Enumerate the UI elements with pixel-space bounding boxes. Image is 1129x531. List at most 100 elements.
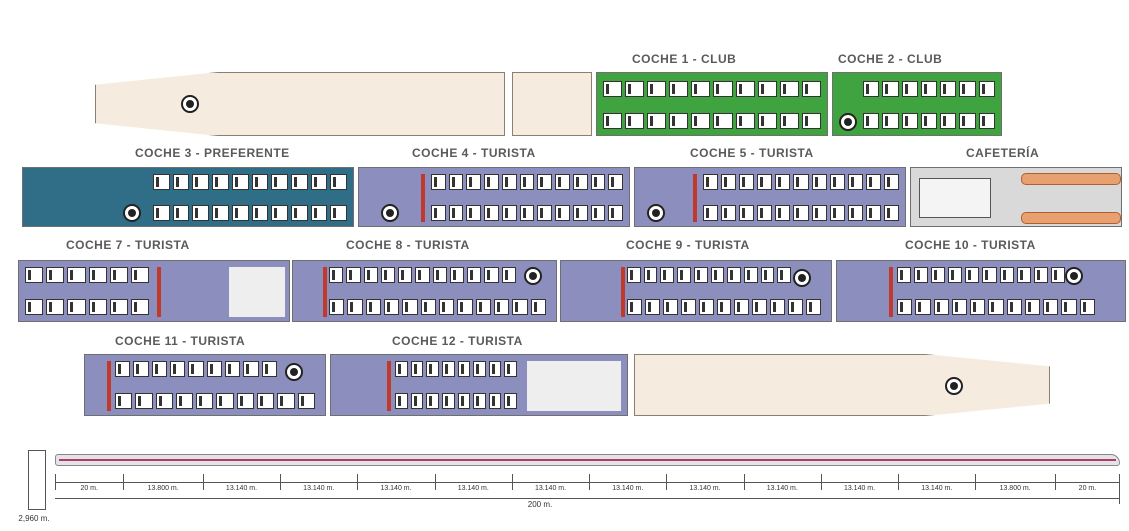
seat-row	[627, 267, 792, 283]
bogie-icon	[945, 377, 963, 395]
rear-locomotive	[634, 354, 1050, 416]
seat-row	[395, 361, 517, 377]
door	[157, 267, 161, 317]
segment-length-label: 20 m.	[1078, 485, 1097, 492]
segment-length-label: 13.800 m.	[999, 485, 1031, 492]
dimension-tick	[1054, 474, 1056, 490]
service-area	[527, 361, 621, 411]
seat-row	[115, 393, 315, 409]
seat-row	[863, 81, 995, 97]
coach-label: COCHE 9 - TURISTA	[626, 238, 750, 252]
wheelchair-icon	[839, 113, 857, 131]
coach-7-turista	[18, 260, 290, 322]
seat-row	[329, 299, 546, 315]
train-profile	[55, 454, 1120, 466]
dimension-tick	[666, 474, 668, 490]
dimension-tick	[123, 474, 125, 490]
coach-label: COCHE 5 - TURISTA	[690, 146, 814, 160]
door	[323, 267, 327, 317]
coach-label: COCHE 2 - CLUB	[838, 52, 943, 66]
coach-11-turista	[84, 354, 326, 416]
door	[387, 361, 391, 411]
dimension-tick	[202, 474, 204, 490]
segment-length-label: 13.140 m.	[612, 485, 644, 492]
dimension-tick	[975, 474, 977, 490]
coach-12-turista	[330, 354, 628, 416]
segment-length-label: 13.140 m.	[380, 485, 412, 492]
coach-label: COCHE 8 - TURISTA	[346, 238, 470, 252]
seat-row	[329, 267, 516, 283]
bar-counter	[1021, 212, 1121, 224]
coach-label: COCHE 11 - TURISTA	[115, 334, 246, 348]
coach-label: COCHE 10 - TURISTA	[905, 238, 1036, 252]
coach-9-turista	[560, 260, 832, 322]
seat-row	[153, 205, 348, 221]
dimension-tick	[1119, 474, 1120, 504]
seat-row	[863, 113, 995, 129]
door	[889, 267, 893, 317]
door	[621, 267, 625, 317]
wheelchair-icon	[524, 267, 542, 285]
dimension-line	[55, 482, 1120, 483]
segment-length-label: 13.140 m.	[303, 485, 335, 492]
seat-row	[25, 299, 150, 315]
coach-3-preferente	[22, 167, 354, 227]
coach-label: CAFETERÍA	[966, 146, 1040, 160]
coach-5-turista	[634, 167, 906, 227]
service-area	[229, 267, 285, 317]
coach-1-club	[596, 72, 828, 136]
segment-length-label: 20 m.	[80, 485, 98, 492]
seat-row	[115, 361, 277, 377]
segment-length-label: 13.140 m.	[225, 485, 258, 492]
segment-length-label: 13.800 m.	[147, 485, 179, 492]
seat-row	[395, 393, 517, 409]
dimension-tick	[511, 474, 513, 490]
seat-row	[627, 299, 821, 315]
seat-row	[897, 299, 1095, 315]
total-length-label: 200 m.	[527, 500, 553, 509]
dimension-tick	[55, 474, 56, 490]
seat-row	[25, 267, 150, 283]
cafeteria-car	[910, 167, 1122, 227]
door	[107, 361, 111, 411]
dimension-tick	[589, 474, 591, 490]
wheelchair-icon	[381, 204, 399, 222]
width-label: 2,960 m.	[18, 514, 50, 523]
segment-length-label: 13.140 m.	[766, 485, 798, 492]
seat-row	[431, 174, 624, 190]
segment-length-label: 13.140 m.	[921, 485, 953, 492]
segment-length-label: 13.140 m.	[534, 485, 567, 492]
segment-length-label: 13.140 m.	[457, 485, 489, 492]
dimension-tick	[743, 474, 745, 490]
coach-label: COCHE 12 - TURISTA	[392, 334, 523, 348]
wheelchair-icon	[285, 363, 303, 381]
bogie-icon	[181, 95, 199, 113]
width-reference	[28, 450, 46, 510]
seat-row	[431, 205, 624, 221]
seat-row	[603, 81, 821, 97]
dimension-tick	[280, 474, 282, 490]
dimension-tick	[898, 474, 900, 490]
dimension-tick	[434, 474, 436, 490]
bar-counter	[1021, 173, 1121, 185]
kitchen-area	[919, 178, 991, 218]
coach-10-turista	[836, 260, 1126, 322]
segment-length-label: 13.140 m.	[689, 485, 721, 492]
wheelchair-icon	[123, 204, 141, 222]
coach-4-turista	[358, 167, 630, 227]
seat-row	[897, 267, 1065, 283]
door	[693, 174, 697, 222]
coach-label: COCHE 1 - CLUB	[632, 52, 737, 66]
wheelchair-icon	[647, 204, 665, 222]
segment-length-label: 13.140 m.	[843, 485, 876, 492]
dimension-tick	[357, 474, 359, 490]
front-locomotive	[95, 72, 505, 136]
wheelchair-icon	[793, 269, 811, 287]
coach-8-turista	[292, 260, 557, 322]
dimension-tick	[820, 474, 822, 490]
seat-row	[703, 205, 900, 221]
seat-row	[153, 174, 348, 190]
wheelchair-icon	[1065, 267, 1083, 285]
seat-row	[703, 174, 900, 190]
dimension-line	[55, 498, 1120, 499]
